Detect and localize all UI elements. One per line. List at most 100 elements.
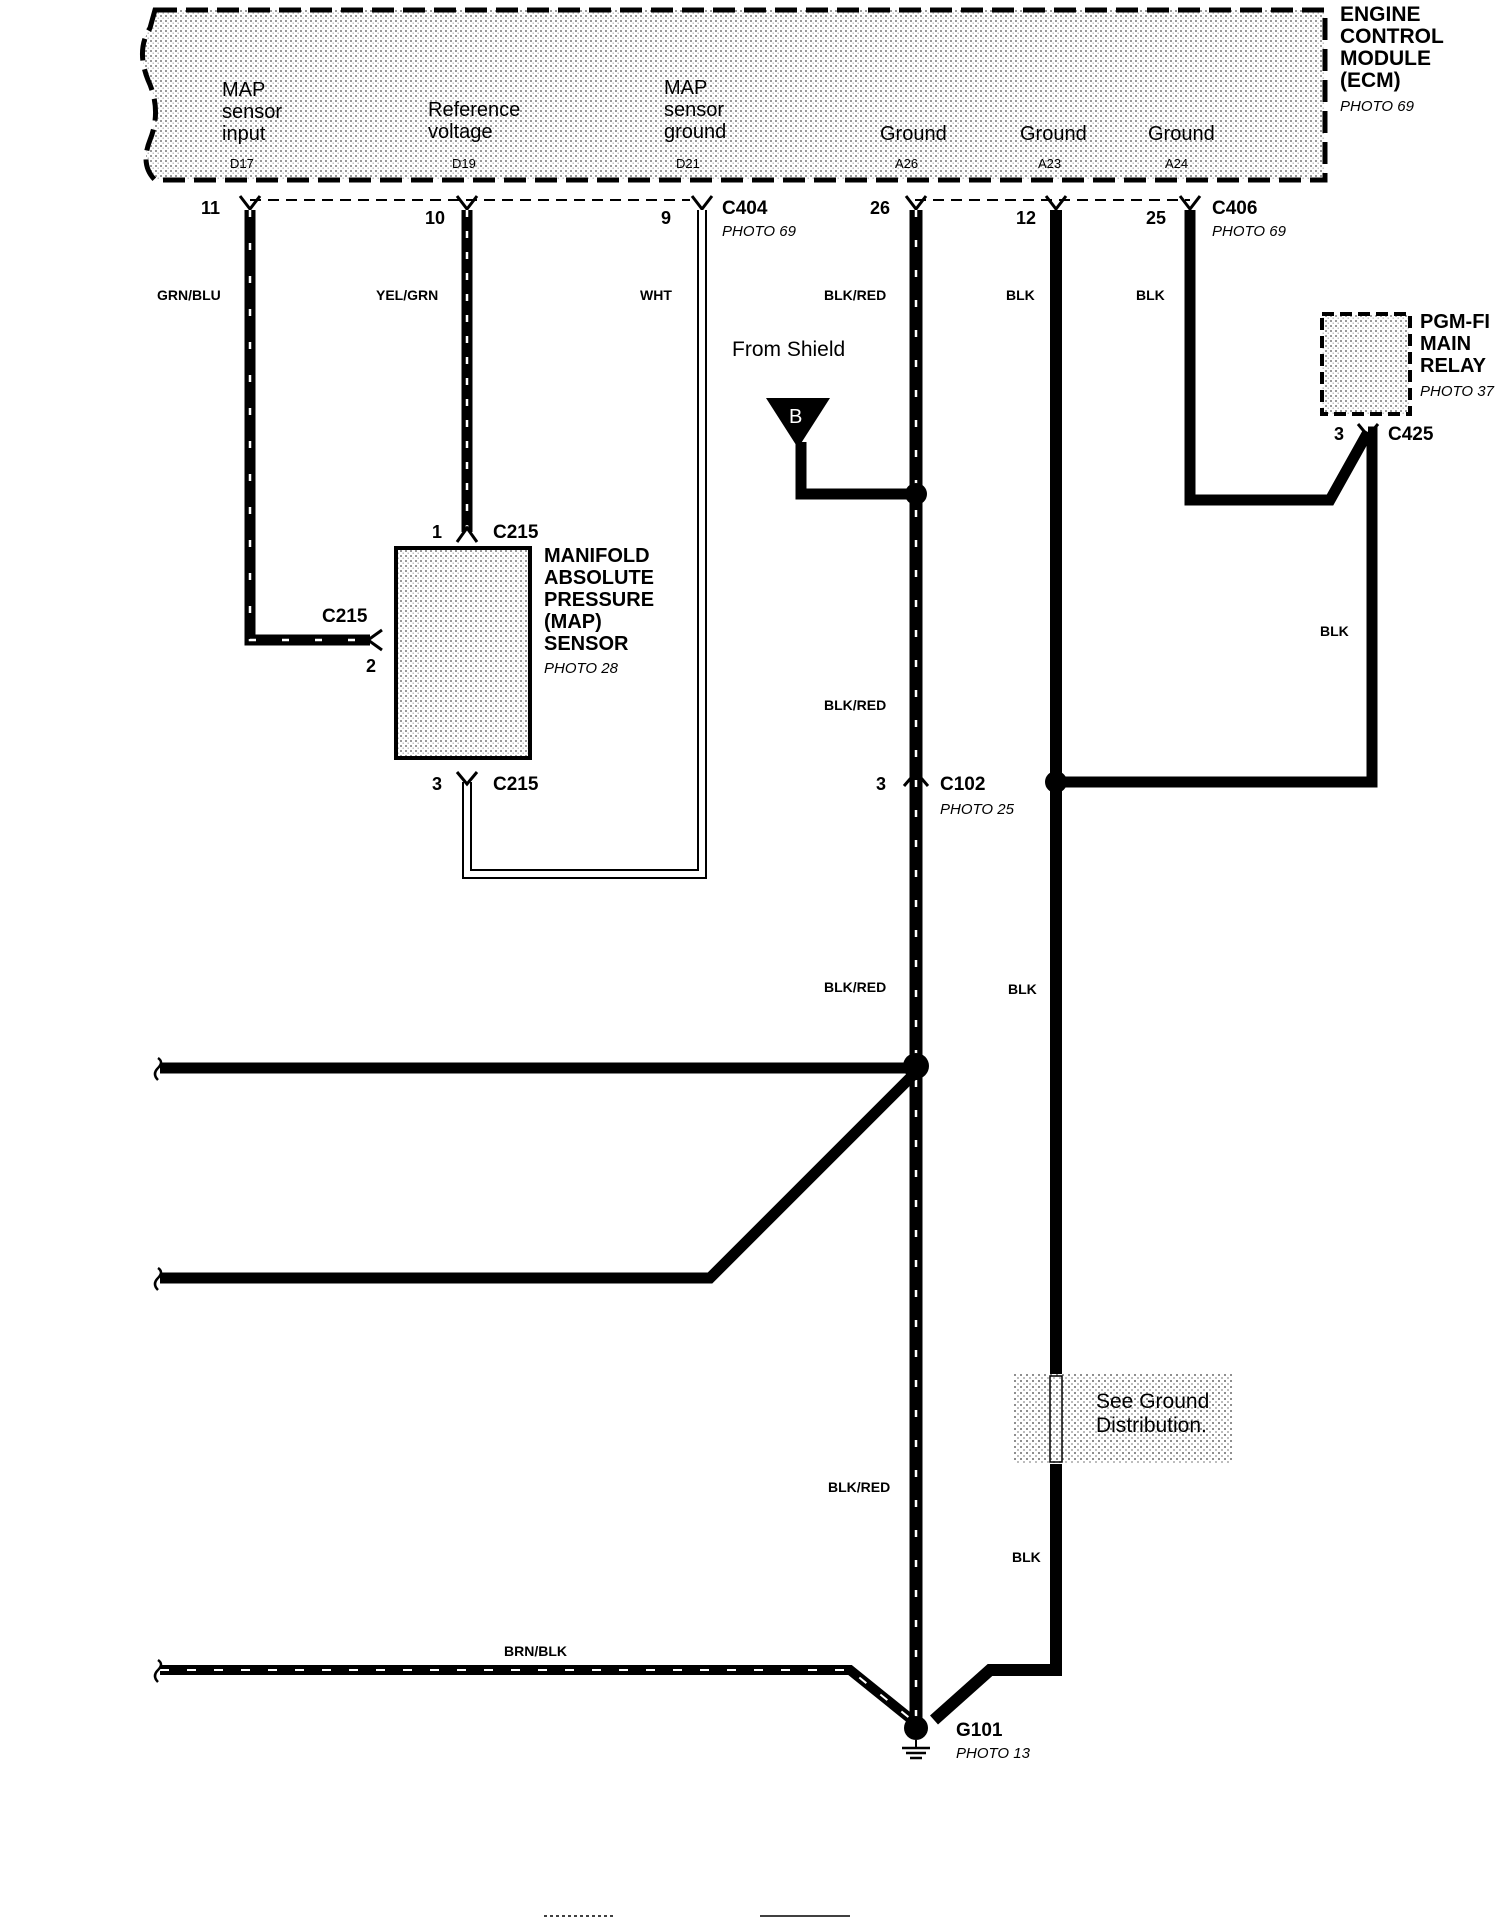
connector-c102-label: C102 [940,774,985,795]
ground-note-line1: See Ground [1096,1390,1209,1413]
map-title-line3: PRESSURE [544,589,654,611]
ecm-pin-d21: MAP sensor ground D21 [664,77,726,171]
connector-c215-label: C215 [322,606,368,627]
ecm-pin-code: A26 [895,156,918,171]
splice [905,483,927,505]
ecm-pin-code: A24 [1165,156,1188,171]
wire-label-blk-red: BLK/RED [824,287,886,303]
pin-number: 1 [432,522,442,542]
wire-label-wht: WHT [640,287,672,303]
pgm-fi-main-relay: PGM-FI MAIN RELAY PHOTO 37 [1320,311,1495,416]
ecm-pin-label: Reference [428,99,520,121]
ecm-title-line2: CONTROL [1340,25,1444,48]
ecm-pin-code: D17 [230,156,254,171]
ecm-title-line3: MODULE [1340,47,1431,70]
ecm-pin-label: Ground [1020,123,1087,145]
wire-shield [795,442,914,500]
wire-label-grn-blu: GRN/BLU [157,287,221,303]
ecm-pin-a24: Ground A24 [1148,123,1215,171]
shield-marker-letter: B [789,406,802,428]
map-title-line1: MANIFOLD [544,545,650,567]
wire-blk-a23 [930,210,1062,1725]
wire-label-blk-red: BLK/RED [828,1479,890,1495]
map-title-line4: (MAP) [544,611,602,633]
pin-number: 3 [1334,424,1344,444]
ground-note-line2: Distribution. [1096,1414,1207,1437]
map-connector-pins [365,525,479,787]
connector-c215-label: C215 [493,522,539,543]
wire-blk-a24 [1184,210,1373,506]
wire-label-blk-red: BLK/RED [824,979,886,995]
ecm-pin-code: A23 [1038,156,1061,171]
ecm-pin-d19: Reference voltage D19 [428,99,520,171]
relay-connector-pin [1356,423,1380,439]
ground-photo: PHOTO 13 [956,1745,1031,1762]
wire-blk-relay [1056,426,1378,788]
ecm-pin-a23: Ground A23 [1020,123,1087,171]
relay-title-line1: PGM-FI [1420,311,1490,333]
ground-distribution-note: See Ground Distribution. [1014,1374,1232,1464]
ecm-pin-label: MAP [222,79,265,101]
pin-number: 3 [876,774,886,794]
connector-c406-label: C406 [1212,198,1257,219]
splices [903,483,1067,1079]
map-photo: PHOTO 28 [544,660,619,677]
ecm-pin-label: MAP [664,77,707,99]
wire-label-blk: BLK [1008,981,1037,997]
pin-number: 9 [661,208,671,228]
map-title-line2: ABSOLUTE [544,567,654,589]
ecm-connector-pins [238,195,1202,212]
pin-number: 25 [1146,208,1166,228]
splice [903,1053,929,1079]
ecm-pin-d17: MAP sensor input D17 [222,79,282,171]
wire-label-blk: BLK [1012,1549,1041,1565]
ecm-pin-label: Ground [880,123,947,145]
ecm-pin-label: Ground [1148,123,1215,145]
ecm-title-line1: ENGINE [1340,3,1421,26]
c102-connector-pin [902,769,930,787]
pin-number: 2 [366,656,376,676]
ecm-module: ENGINE CONTROL MODULE (ECM) PHOTO 69 MAP… [140,3,1444,183]
wire-label-yel-grn: YEL/GRN [376,287,438,303]
ecm-pin-label: sensor [664,99,724,121]
relay-title-line3: RELAY [1420,355,1487,377]
ecm-pin-label: input [222,123,266,145]
wire-label-brn-blk: BRN/BLK [504,1643,567,1659]
pin-number: 12 [1016,208,1036,228]
ecm-pin-label: voltage [428,121,493,143]
relay-title-line2: MAIN [1420,333,1471,355]
ecm-pin-a26: Ground A26 [880,123,947,171]
connector-c404-label: C404 [722,198,768,219]
wire-left-2 [160,1072,916,1284]
connector-c102-photo: PHOTO 25 [940,801,1015,818]
map-sensor: MANIFOLD ABSOLUTE PRESSURE (MAP) SENSOR … [394,545,654,760]
pin-number: 11 [201,198,220,218]
splice [1045,771,1067,793]
connector-c215-label: C215 [493,774,539,795]
connector-c404-photo: PHOTO 69 [722,223,797,240]
ecm-title-line4: (ECM) [1340,69,1401,92]
wire-brn-blk [160,1665,916,1724]
ground-g101: G101 PHOTO 13 [902,1716,1031,1762]
wire-label-blk: BLK [1320,623,1349,639]
connector-c425-label: C425 [1388,424,1434,445]
ecm-pin-code: D21 [676,156,700,171]
wire-grn-blu [244,210,370,646]
shield-marker [766,398,830,448]
connector-c406-photo: PHOTO 69 [1212,223,1287,240]
ground-label: G101 [956,1720,1003,1741]
ecm-pin-label: sensor [222,101,282,123]
pin-number: 26 [870,198,890,218]
wire-label-blk: BLK [1006,287,1035,303]
wire-wht [462,210,707,879]
pin-number: 10 [425,208,445,228]
pin-number: 3 [432,774,442,794]
ecm-photo: PHOTO 69 [1340,98,1415,115]
relay-photo: PHOTO 37 [1420,383,1495,400]
map-title-line5: SENSOR [544,633,629,655]
shield-label: From Shield [732,338,845,361]
wire-cut-ends [153,1056,163,1683]
ecm-pin-label: ground [664,121,726,143]
wire-label-blk-red: BLK/RED [824,697,886,713]
